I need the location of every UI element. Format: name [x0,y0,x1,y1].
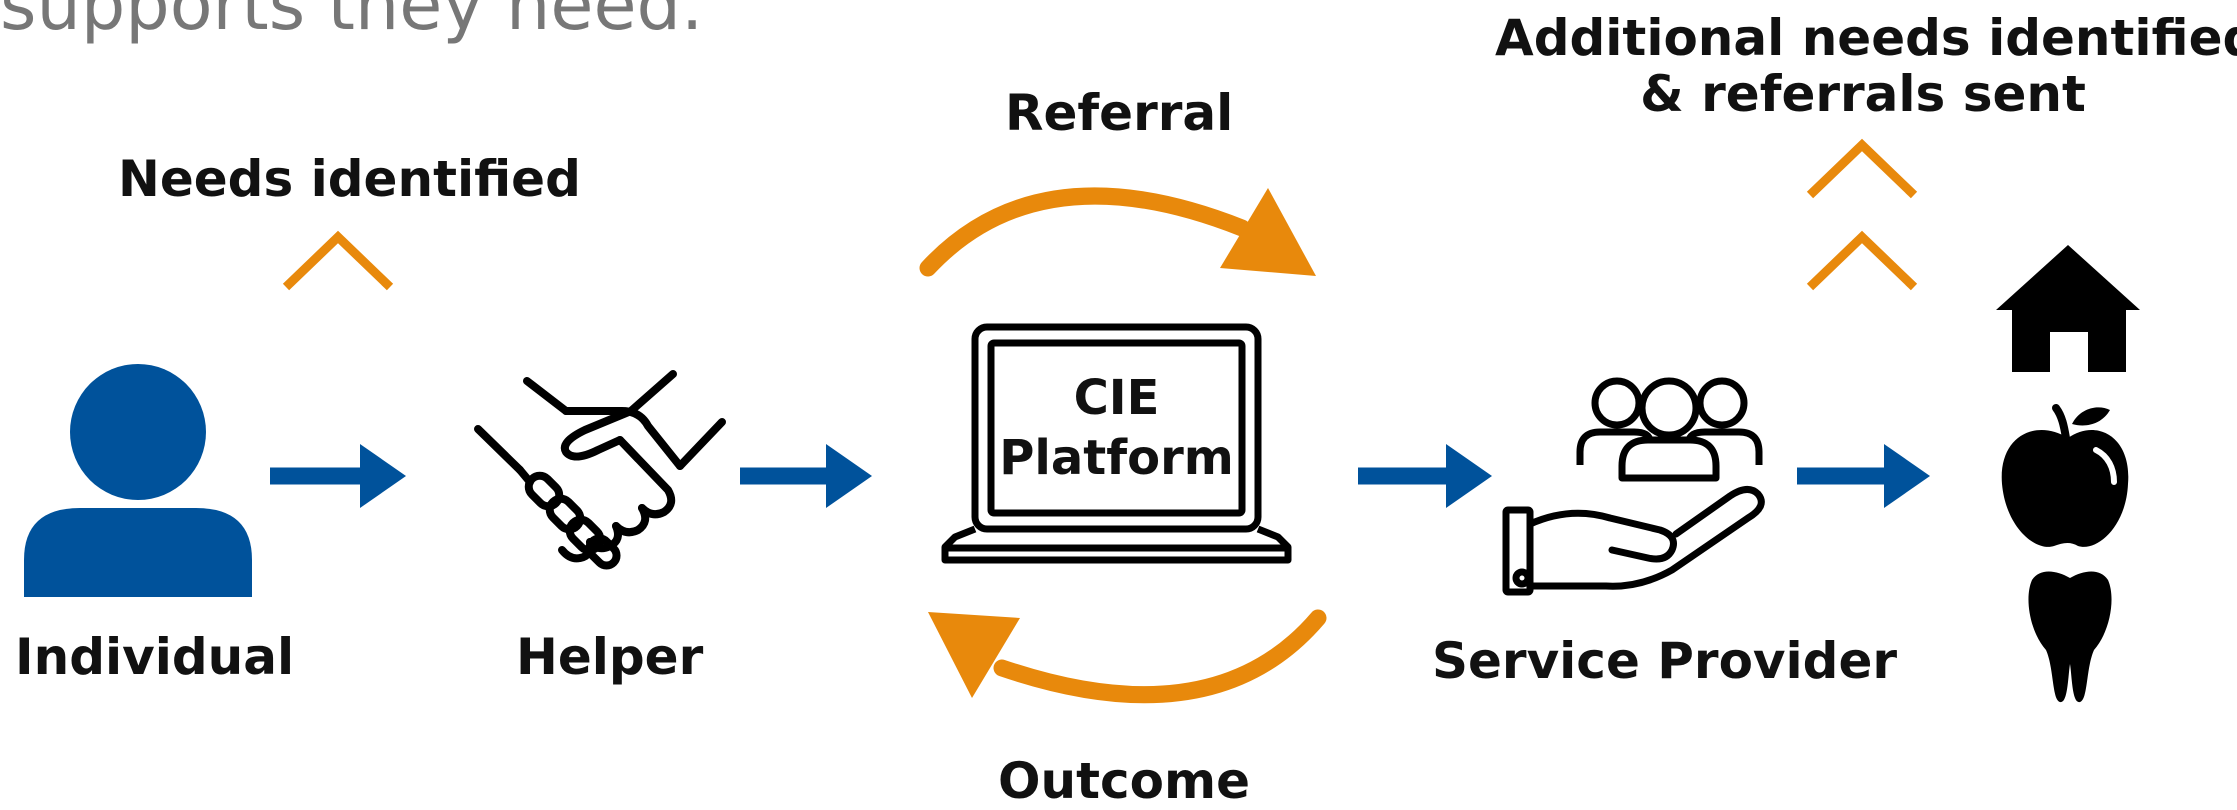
referral-label: Referral [1005,84,1234,142]
flow-arrow-3 [1358,444,1492,508]
person-icon [24,364,252,597]
hand-icon [1502,486,1765,596]
referral-arrow [919,187,1316,277]
handshake-icon [474,370,726,570]
additional-needs-line-2: & referrals sent [1640,65,2086,123]
header-fragment: supports they need. [0,0,704,46]
flow-arrow-2 [740,444,872,508]
outcome-arrow [928,609,1327,704]
group-icon [1576,377,1763,482]
cie-platform-line-2: Platform [999,430,1234,486]
flow-arrow-1 [270,444,406,508]
chevron-up-icon [1806,230,1918,291]
helper-label: Helper [516,628,704,686]
individual-label: Individual [15,628,295,686]
additional-needs-label: Additional needs identified & referrals … [1495,9,2237,123]
needs-identified-label: Needs identified [118,150,581,208]
chevron-up-icon [282,230,394,291]
outcome-label: Outcome [998,752,1251,810]
chevron-up-icon [1806,138,1918,199]
cie-platform-label: CIE Platform [991,368,1242,488]
flow-arrow-4 [1797,444,1930,508]
tooth-icon [2028,571,2112,703]
service-provider-label: Service Provider [1432,632,1898,690]
additional-needs-line-1: Additional needs identified [1495,9,2237,67]
laptop-icon [941,323,1292,564]
house-icon [1996,245,2140,372]
cie-platform-line-1: CIE [1073,370,1160,426]
apple-icon [2001,404,2129,547]
